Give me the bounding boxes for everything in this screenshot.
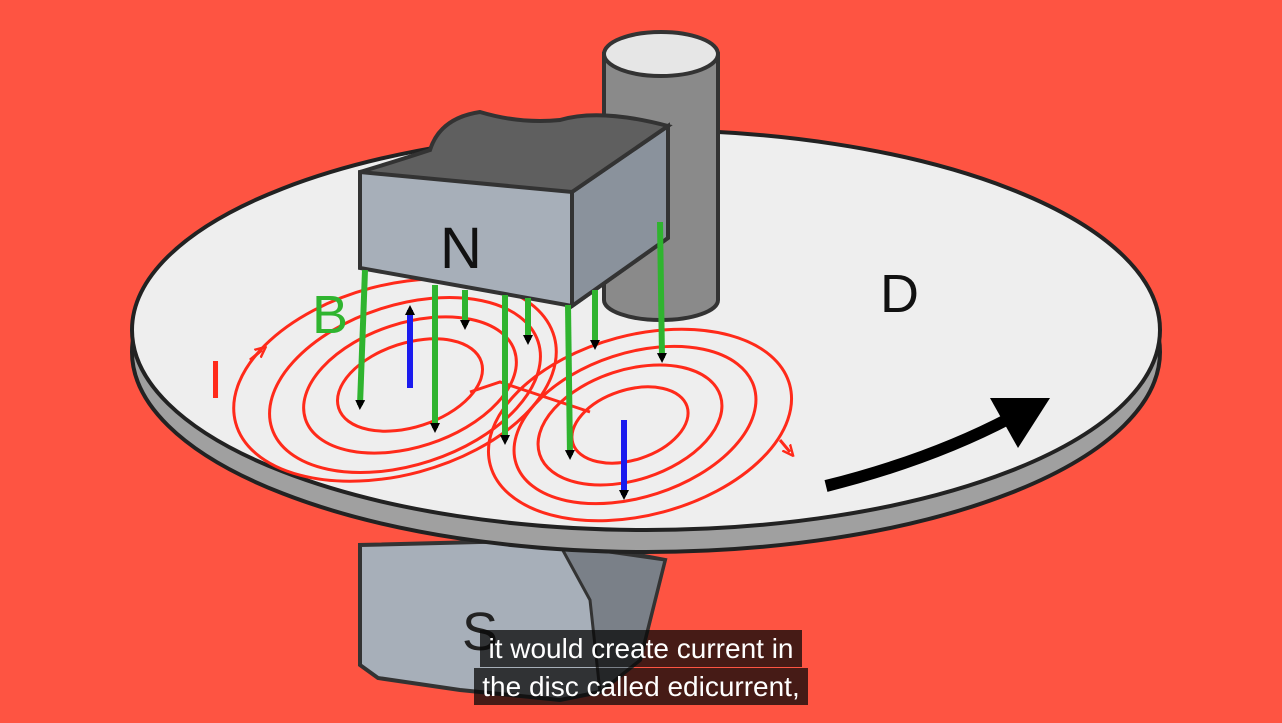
current-label: I [208, 350, 223, 410]
field-label: B [312, 285, 348, 345]
disc-label: D [880, 264, 919, 324]
rotation-arrow-icon [824, 398, 1050, 492]
north-pole-label: N [440, 216, 482, 281]
eddy-current-loops [232, 277, 813, 523]
north-magnet: N [358, 109, 673, 310]
south-pole-label: S [462, 602, 498, 662]
induced-field-arrows [405, 305, 629, 500]
south-magnet: S [358, 537, 668, 703]
magnetic-field-lines [355, 221, 667, 460]
